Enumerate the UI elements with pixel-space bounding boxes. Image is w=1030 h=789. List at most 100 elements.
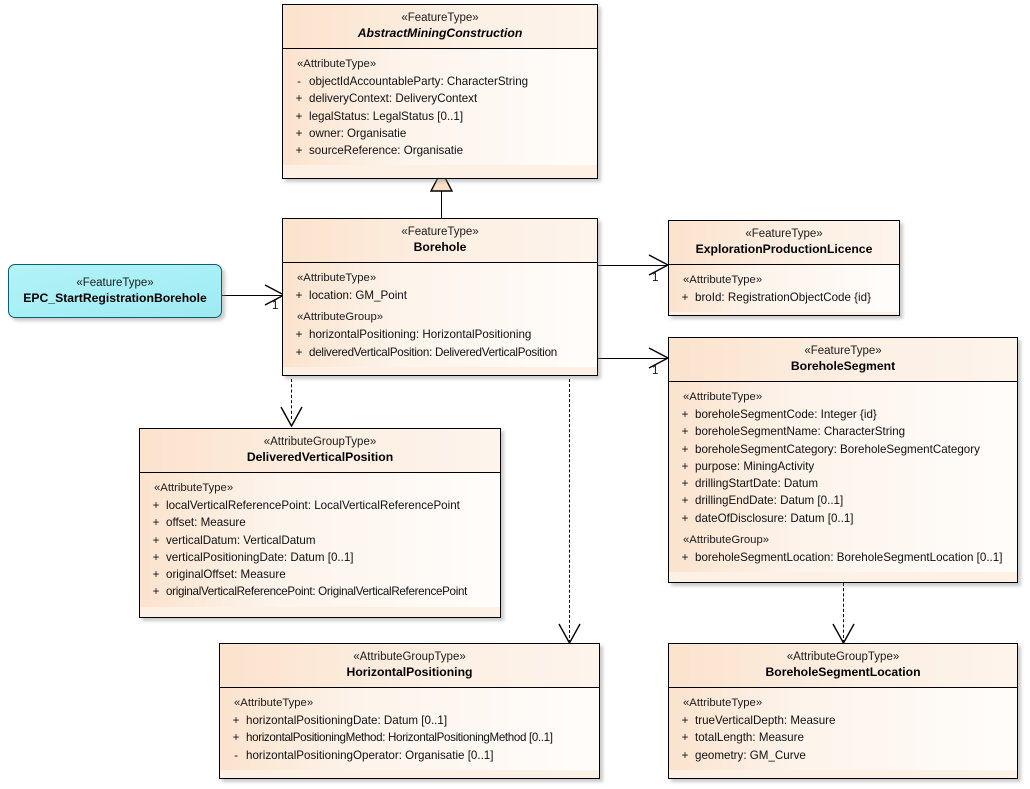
open-arrowhead-icon xyxy=(280,406,303,428)
attribute-text: boreholeSegmentName: CharacterString xyxy=(695,425,906,439)
visibility-marker: + xyxy=(152,516,160,530)
attribute-row: - horizontalPositioningOperator: Organis… xyxy=(220,747,599,764)
attribute-row: + trueVerticalDepth: Measure xyxy=(669,712,1017,729)
attribute-text: geometry: GM_Curve xyxy=(695,748,806,762)
class-epc-start-registration-borehole[interactable]: «FeatureType» EPC_StartRegistrationBoreh… xyxy=(8,264,222,318)
attribute-row: + boreholeSegmentCode: Integer {id} xyxy=(669,406,1017,423)
class-name: BoreholeSegmentLocation xyxy=(765,665,921,679)
attribute-group-stereotype: «AttributeType» xyxy=(154,482,234,494)
class-body: «AttributeType» + broId: RegistrationObj… xyxy=(669,265,899,313)
visibility-marker: + xyxy=(152,550,160,564)
class-body: «AttributeType» + horizontalPositioningD… xyxy=(220,688,599,770)
dependency-line xyxy=(843,583,844,643)
class-stereotype: «FeatureType» xyxy=(401,12,479,24)
attribute-text: dateOfDisclosure: Datum [0..1] xyxy=(695,511,854,525)
attribute-text: location: GM_Point xyxy=(309,289,407,302)
visibility-marker: - xyxy=(234,748,238,762)
visibility-marker: + xyxy=(152,585,160,599)
attribute-text: verticalDatum: VerticalDatum xyxy=(166,533,316,547)
class-abstract-mining-construction[interactable]: «FeatureType» AbstractMiningConstruction… xyxy=(282,4,598,179)
class-name: HorizontalPositioning xyxy=(346,665,473,679)
visibility-marker: + xyxy=(681,291,689,304)
association-line xyxy=(598,265,668,266)
class-stereotype: «FeatureType» xyxy=(745,228,823,240)
class-body: «AttributeType» + trueVerticalDepth: Mea… xyxy=(669,688,1017,770)
class-header: «FeatureType» ExplorationProductionLicen… xyxy=(669,221,899,265)
attribute-row: + originalVerticalReferencePoint: Origin… xyxy=(140,583,500,600)
visibility-marker: + xyxy=(681,551,689,565)
attribute-text: deliveredVerticalPosition: DeliveredVert… xyxy=(309,345,557,359)
class-stereotype: «FeatureType» xyxy=(76,277,154,289)
visibility-marker: + xyxy=(681,511,689,525)
attribute-text: legalStatus: LegalStatus [0..1] xyxy=(309,109,464,123)
class-name: EPC_StartRegistrationBorehole xyxy=(23,291,207,305)
attribute-row: + broId: RegistrationObjectCode {id} xyxy=(669,289,899,306)
attribute-row: + horizontalPositioning: HorizontalPosit… xyxy=(283,326,597,343)
class-header: «AttributeGroupType» HorizontalPositioni… xyxy=(220,644,599,688)
attribute-text: totalLength: Measure xyxy=(695,731,804,745)
visibility-marker: + xyxy=(232,731,240,745)
attribute-row: + boreholeSegmentLocation: BoreholeSegme… xyxy=(669,549,1017,566)
class-exploration-production-licence[interactable]: «FeatureType» ExplorationProductionLicen… xyxy=(668,220,900,316)
attribute-row: + deliveryContext: DeliveryContext xyxy=(283,90,597,107)
attribute-row: + totalLength: Measure xyxy=(669,729,1017,746)
class-stereotype: «AttributeGroupType» xyxy=(263,436,377,448)
class-name: Borehole xyxy=(413,240,467,254)
attribute-row: + location: GM_Point xyxy=(283,287,597,304)
attribute-text: sourceReference: Organisatie xyxy=(309,144,464,158)
attribute-row: + verticalDatum: VerticalDatum xyxy=(140,532,500,549)
visibility-marker: + xyxy=(295,126,303,140)
attribute-group-stereotype: «AttributeType» xyxy=(297,272,377,284)
attribute-text: deliveryContext: DeliveryContext xyxy=(309,92,478,106)
dependency-line xyxy=(291,379,292,419)
attribute-row: + owner: Organisatie xyxy=(283,125,597,142)
attribute-row: + sourceReference: Organisatie xyxy=(283,142,597,159)
attribute-row: + offset: Measure xyxy=(140,514,500,531)
visibility-marker: - xyxy=(297,75,301,88)
class-borehole-segment[interactable]: «FeatureType» BoreholeSegment «Attribute… xyxy=(668,337,1018,583)
open-arrowhead-icon xyxy=(832,623,855,645)
visibility-marker: + xyxy=(681,494,689,508)
class-stereotype: «FeatureType» xyxy=(401,226,479,238)
association-line xyxy=(222,295,284,296)
generalization-triangle-icon xyxy=(429,169,454,192)
class-delivered-vertical-position[interactable]: «AttributeGroupType» DeliveredVerticalPo… xyxy=(139,428,501,618)
attribute-row: + boreholeSegmentCategory: BoreholeSegme… xyxy=(669,441,1017,458)
class-body: «AttributeType» + localVerticalReference… xyxy=(140,473,500,607)
class-stereotype: «FeatureType» xyxy=(804,345,882,357)
class-header: «FeatureType» AbstractMiningConstruction xyxy=(283,5,597,49)
attribute-text: horizontalPositioning: HorizontalPositio… xyxy=(309,328,532,342)
attribute-row: + localVerticalReferencePoint: LocalVert… xyxy=(140,497,500,514)
visibility-marker: + xyxy=(681,714,689,727)
class-body: «AttributeType» + boreholeSegmentCode: I… xyxy=(669,382,1017,573)
attribute-group-stereotype: «AttributeType» xyxy=(683,274,763,286)
attribute-row: + horizontalPositioningMethod: Horizonta… xyxy=(220,729,599,746)
attribute-group-stereotype: «AttributeType» xyxy=(683,697,763,709)
attribute-text: offset: Measure xyxy=(166,516,246,530)
class-stereotype: «AttributeGroupType» xyxy=(353,651,466,663)
class-header: «AttributeGroupType» BoreholeSegmentLoca… xyxy=(669,644,1017,688)
attribute-text: verticalPositioningDate: Datum [0..1] xyxy=(166,550,354,564)
visibility-marker: + xyxy=(152,568,160,582)
visibility-marker: + xyxy=(152,499,160,512)
class-body: «AttributeType» + location: GM_Point «At… xyxy=(283,263,597,367)
class-name: DeliveredVerticalPosition xyxy=(246,450,394,464)
attribute-text: horizontalPositioningDate: Datum [0..1] xyxy=(246,714,448,727)
attribute-row: + dateOfDisclosure: Datum [0..1] xyxy=(669,510,1017,527)
class-horizontal-positioning[interactable]: «AttributeGroupType» HorizontalPositioni… xyxy=(219,643,600,779)
visibility-marker: + xyxy=(681,442,689,456)
multiplicity-borehole-to-segment: 1 xyxy=(652,365,659,377)
visibility-marker: + xyxy=(681,408,689,421)
class-borehole[interactable]: «FeatureType» Borehole «AttributeType» +… xyxy=(282,218,598,376)
attribute-row: + drillingStartDate: Datum xyxy=(669,475,1017,492)
attribute-group-stereotype: «AttributeGroup» xyxy=(683,534,770,547)
class-borehole-segment-location[interactable]: «AttributeGroupType» BoreholeSegmentLoca… xyxy=(668,643,1018,779)
visibility-marker: + xyxy=(295,109,303,123)
attribute-row: - objectIdAccountableParty: CharacterStr… xyxy=(283,73,597,90)
attribute-row: + verticalPositioningDate: Datum [0..1] xyxy=(140,549,500,566)
visibility-marker: + xyxy=(232,714,240,727)
attribute-row: + horizontalPositioningDate: Datum [0..1… xyxy=(220,712,599,729)
attribute-row: + drillingEndDate: Datum [0..1] xyxy=(669,492,1017,509)
visibility-marker: + xyxy=(152,533,160,547)
generalization-line xyxy=(441,178,442,218)
